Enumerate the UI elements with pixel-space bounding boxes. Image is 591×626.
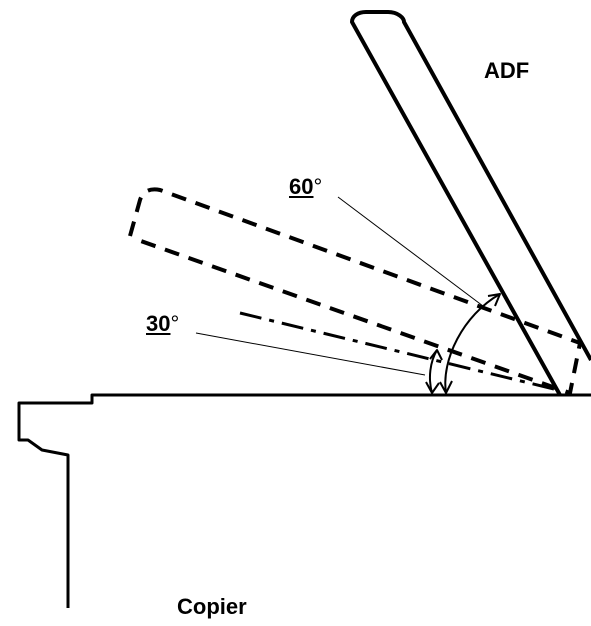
angle-30-degree-symbol: ° <box>170 311 180 336</box>
angle-60-degree-symbol: ° <box>313 174 323 199</box>
adf-position-60-dashed <box>128 187 582 395</box>
adf-label: ADF <box>484 58 530 83</box>
copier-label: Copier <box>177 594 247 619</box>
angle-60-leader-line <box>337 196 484 307</box>
angle-30-value: 30 <box>146 311 171 336</box>
angle-30-leader-line <box>195 332 426 376</box>
angle-60-label: 60° <box>289 176 322 198</box>
angle-60-arrowhead-bottom <box>439 380 453 394</box>
copier-body-outline <box>17 393 591 608</box>
angle-60-arrowhead-top <box>487 293 501 307</box>
angle-60-arc <box>444 293 501 394</box>
angle-30-arrowhead-bottom <box>425 381 440 394</box>
angle-60-value: 60 <box>289 174 314 199</box>
angle-30-arrowhead-top <box>429 349 443 361</box>
adf-open-solid <box>350 10 591 396</box>
angle-30-label: 30° <box>146 313 179 335</box>
adf-position-30-dashdot <box>239 311 559 392</box>
